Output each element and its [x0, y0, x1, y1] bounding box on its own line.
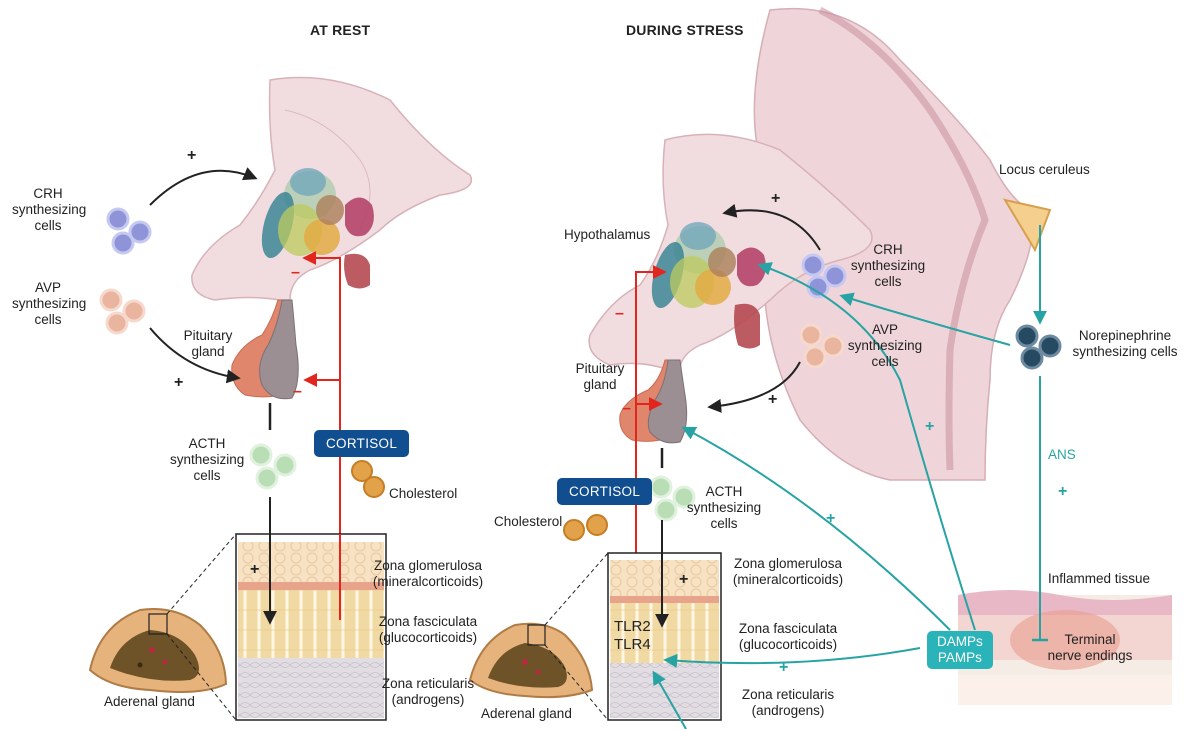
stress-cholesterol-label: Cholesterol: [494, 514, 562, 530]
rest-zona-reticularis-label: Zona reticularis(androgens): [366, 676, 490, 708]
stress-hypothalamus-minus: –: [615, 305, 624, 323]
ans-label: ANS: [1048, 447, 1076, 463]
stress-zona-reticularis-label: Zona reticularis(androgens): [726, 687, 850, 719]
damps-hypothalamus-plus: +: [925, 418, 934, 436]
ans-plus: +: [1058, 483, 1067, 501]
rest-cholesterol-label: Cholesterol: [389, 486, 457, 502]
norepinephrine-cells: [1017, 326, 1060, 368]
rest-crh-arrow: [150, 171, 255, 205]
stress-cholesterol-droplets: [564, 515, 607, 540]
inflamed-tissue-label: Inflammed tissue: [1048, 571, 1150, 587]
stress-adrenal-label: Aderenal gland: [481, 706, 572, 722]
stress-cortisol-badge: CORTISOL: [557, 478, 652, 505]
rest-acth-cells: [251, 445, 295, 488]
stress-crh-plus: +: [771, 190, 780, 208]
rest-acth-plus: +: [250, 561, 259, 579]
stress-zoom-line-top: [545, 553, 608, 625]
damps-pituitary-plus: +: [826, 510, 835, 528]
rest-adrenal-gland: [90, 609, 226, 692]
stress-zona-fasciculata-label: Zona fasciculata(glucocorticoids): [726, 621, 850, 653]
rest-pituitary-minus: –: [293, 383, 302, 401]
rest-zoom-line-top: [167, 534, 236, 614]
rest-zona-glomerulosa-label: Zona glomerulosa(mineralcorticoids): [366, 558, 490, 590]
rest-adrenal-label: Aderenal gland: [104, 694, 195, 710]
rest-hypothalamus-minus: –: [291, 264, 300, 282]
title-during-stress: DURING STRESS: [626, 22, 744, 38]
rest-crh-cells: [108, 209, 150, 253]
stress-acth-plus: +: [679, 571, 688, 589]
locus-ceruleus-label: Locus ceruleus: [999, 162, 1090, 178]
rest-avp-cells: [101, 290, 144, 333]
stress-hypothalamus-label: Hypothalamus: [564, 227, 650, 243]
rest-cholesterol-droplets: [352, 461, 384, 497]
stress-pituitary-minus: –: [622, 400, 631, 418]
rest-crh-plus: +: [187, 147, 196, 165]
title-at-rest: AT REST: [310, 22, 370, 38]
rest-cortisol-badge: CORTISOL: [314, 430, 409, 457]
rest-pituitary: [232, 300, 298, 399]
rest-avp-plus: +: [174, 374, 183, 392]
damps-adrenal-plus: +: [779, 659, 788, 677]
stress-avp-plus: +: [768, 391, 777, 409]
stress-zona-glomerulosa-label: Zona glomerulosa(mineralcorticoids): [726, 556, 850, 588]
rest-zona-fasciculata-label: Zona fasciculata(glucocorticoids): [366, 614, 490, 646]
